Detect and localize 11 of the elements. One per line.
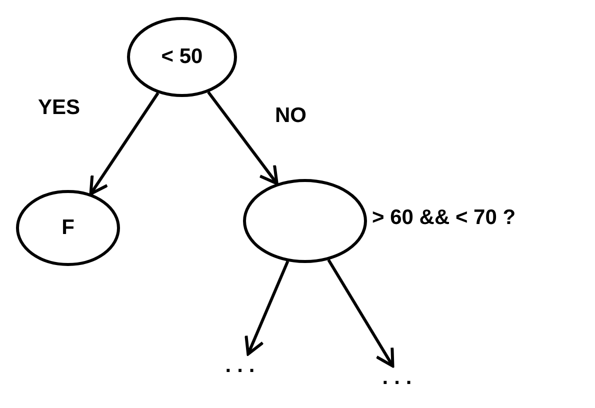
decision-ellipse	[16, 190, 120, 266]
decision-ellipse	[127, 17, 237, 97]
continuation-dots: ...	[225, 354, 261, 378]
empty-ellipse	[243, 179, 367, 263]
arrow	[89, 92, 160, 196]
node-label: < 50	[161, 45, 203, 69]
arrow	[207, 91, 278, 186]
arrow	[244, 260, 290, 356]
node-label: F	[62, 216, 74, 240]
arrow	[327, 259, 394, 368]
continuation-dots: ...	[382, 366, 418, 390]
